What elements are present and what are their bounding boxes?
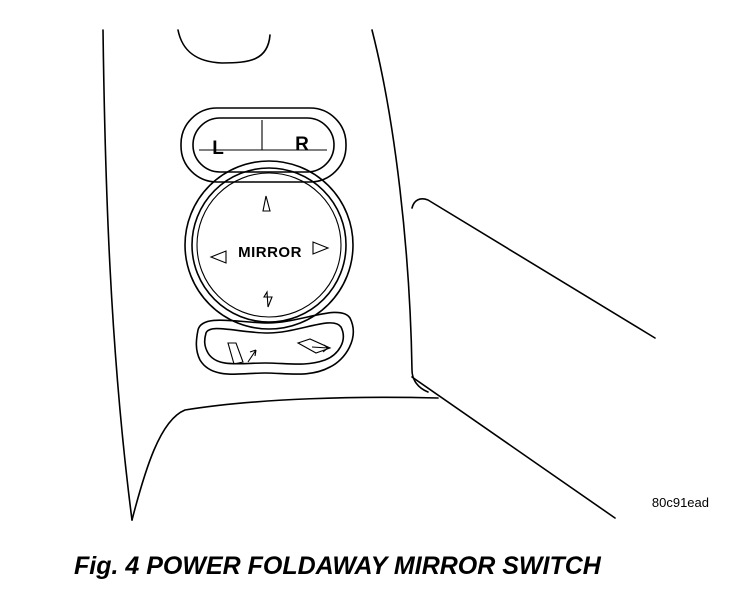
mirror-housing-outline <box>411 198 656 519</box>
door-trim-panel <box>102 29 439 521</box>
right-button-label: R <box>295 134 309 155</box>
figure-caption: Fig. 4 POWER FOLDAWAY MIRROR SWITCH <box>74 552 601 580</box>
mirror-label: MIRROR <box>238 244 302 261</box>
figure-reference-code: 80c91ead <box>652 495 709 510</box>
up-arrow-icon <box>262 195 271 212</box>
down-arrow-icon <box>263 290 273 308</box>
unfold-icon <box>296 338 332 354</box>
mirror-adjust-control: MIRROR <box>184 160 354 330</box>
right-arrow-icon <box>312 241 330 255</box>
fold-icon <box>227 342 257 365</box>
left-button-label: L <box>212 138 224 159</box>
left-arrow-icon <box>209 250 227 264</box>
left-right-selector-button: L R <box>180 107 347 183</box>
fold-unfold-button <box>195 311 355 375</box>
